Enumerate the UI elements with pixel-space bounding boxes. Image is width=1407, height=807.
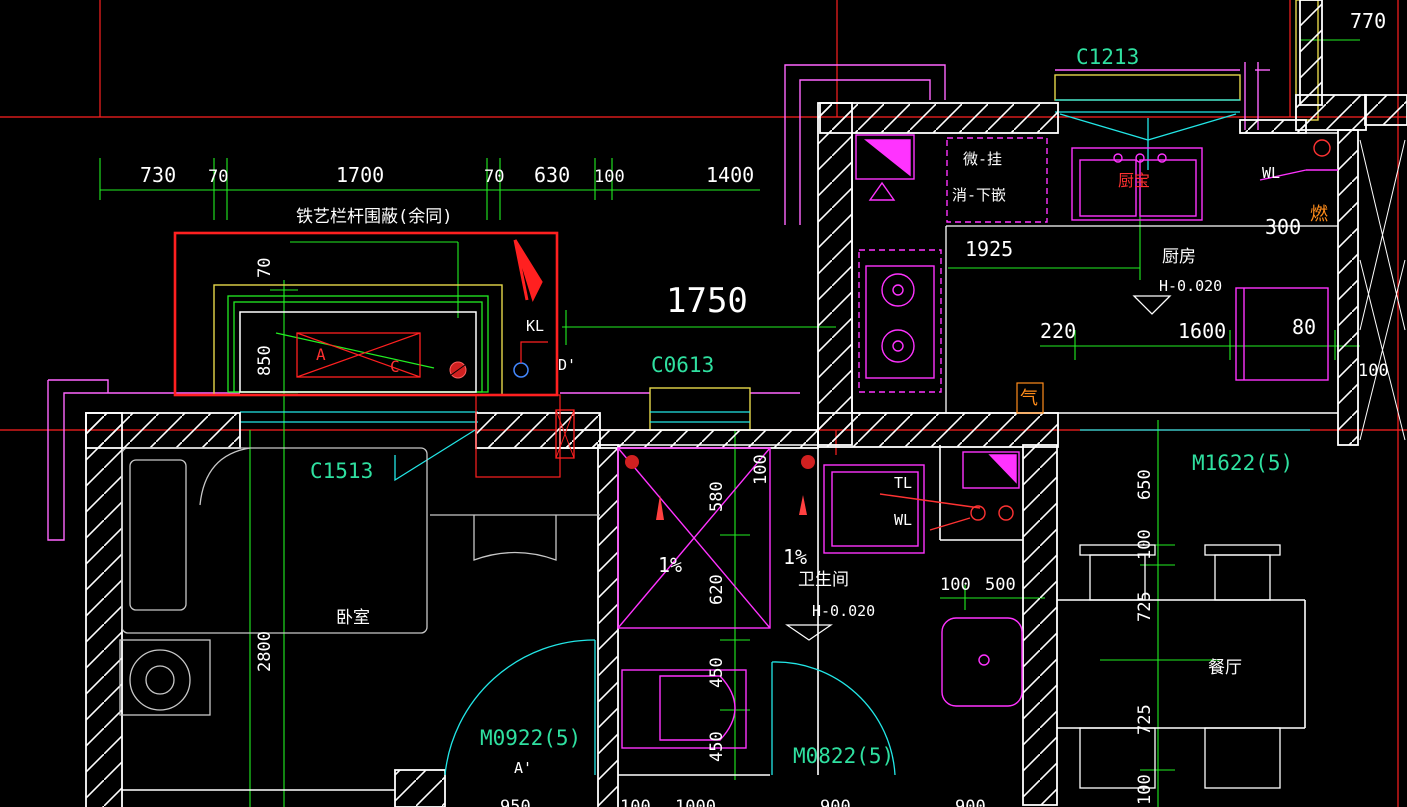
slope-2: 1%: [783, 545, 807, 569]
gas-meter-label: 燃: [1310, 204, 1328, 225]
axis-a-prime: A': [514, 759, 532, 777]
dim-1000: 1000: [675, 797, 716, 807]
dim-100-g: 100: [620, 797, 651, 807]
dim-220: 220: [1040, 319, 1076, 343]
text-labels: 铁艺栏杆围蔽(余同) KL D' A' A C C1213 C0613 C151…: [296, 45, 1328, 777]
door-m0822: M0822(5): [793, 744, 894, 768]
dim-70-b: 70: [484, 167, 504, 187]
tl-bath-label: TL: [894, 474, 912, 492]
highlight-box: [173, 231, 559, 397]
kitchen-counter: [945, 225, 1338, 413]
bath-drains: [625, 455, 833, 641]
dim-900-b: 900: [955, 797, 986, 807]
dim-70-v: 70: [255, 258, 275, 278]
dim-1925: 1925: [965, 237, 1013, 261]
window-lines: [240, 99, 1310, 482]
label-a: A: [316, 345, 326, 364]
dim-950: 950: [500, 797, 531, 807]
dim-100-c: 100: [1135, 529, 1155, 560]
axis-d-prime: D': [558, 356, 576, 374]
dim-1400: 1400: [706, 163, 754, 187]
wall-lines: [122, 132, 1338, 791]
dim-70-a: 70: [208, 167, 228, 187]
disinfect-label: 消-下嵌: [952, 186, 1006, 204]
dim-725-b: 725: [1135, 704, 1155, 735]
dim-100-b: 100: [1358, 361, 1389, 381]
dining-furniture: [1079, 544, 1281, 789]
gas-valve: [1016, 382, 1044, 414]
slope-1: 1%: [658, 553, 682, 577]
dim-1600: 1600: [1178, 319, 1226, 343]
right-side-x: [1359, 139, 1406, 441]
microwave-label: 微-挂: [963, 150, 1002, 168]
door-m1622: M1622(5): [1192, 451, 1293, 475]
sink-label: 厨宝: [1118, 171, 1150, 190]
dim-725-a: 725: [1135, 591, 1155, 622]
dim-730: 730: [140, 163, 176, 187]
bedroom-furniture: [119, 447, 600, 716]
dim-100-d: 100: [1135, 774, 1155, 805]
dim-80: 80: [1292, 315, 1316, 339]
dim-580: 580: [707, 481, 727, 512]
wl-kitchen-label: WL: [1262, 164, 1280, 182]
dim-300: 300: [1265, 215, 1301, 239]
outer-shell: [47, 62, 1270, 541]
kitchen-label: 厨房: [1162, 247, 1196, 267]
railing-note: 铁艺栏杆围蔽(余同): [296, 207, 452, 227]
dimension-labels: 730 70 1700 70 630 100 1400 770 1750 70 …: [140, 9, 1389, 807]
dim-630: 630: [534, 163, 570, 187]
highlight-arrow: [513, 239, 543, 303]
bath-level: H-0.020: [812, 602, 875, 620]
label-c: C: [390, 357, 400, 376]
balcony-elements: [296, 332, 575, 478]
kitchen-level: H-0.020: [1159, 277, 1222, 295]
gas-label: 气: [1020, 388, 1038, 409]
dim-450-a: 450: [707, 657, 727, 688]
window-c1213: C1213: [1076, 45, 1139, 69]
door-m0922: M0922(5): [480, 726, 581, 750]
kitchen-fixtures: [855, 134, 1338, 393]
dim-100-f: 100: [940, 575, 971, 595]
window-c1513: C1513: [310, 459, 373, 483]
dim-450-b: 450: [707, 731, 727, 762]
kl-label: KL: [526, 317, 544, 335]
dim-500: 500: [985, 575, 1016, 595]
bath-label: 卫生间: [798, 570, 849, 590]
dim-850: 850: [255, 345, 275, 376]
walls: [85, 0, 1407, 807]
dim-100-a: 100: [594, 167, 625, 187]
dining-label: 餐厅: [1208, 658, 1242, 678]
dim-900-a: 900: [820, 797, 851, 807]
dim-100-e: 100: [751, 454, 771, 485]
dim-1700: 1700: [336, 163, 384, 187]
dim-770: 770: [1350, 9, 1386, 33]
balcony-floor: [239, 311, 477, 393]
wl-bath-label: WL: [894, 511, 912, 529]
doors: [444, 639, 896, 776]
window-c0613: C0613: [651, 353, 714, 377]
bedroom-label: 卧室: [336, 608, 370, 628]
dim-650: 650: [1135, 469, 1155, 500]
dim-2800: 2800: [255, 631, 275, 672]
dim-620: 620: [707, 574, 727, 605]
dimension-lines: [99, 39, 1360, 807]
dim-1750: 1750: [666, 281, 748, 321]
bath-fixtures: [617, 447, 1023, 749]
